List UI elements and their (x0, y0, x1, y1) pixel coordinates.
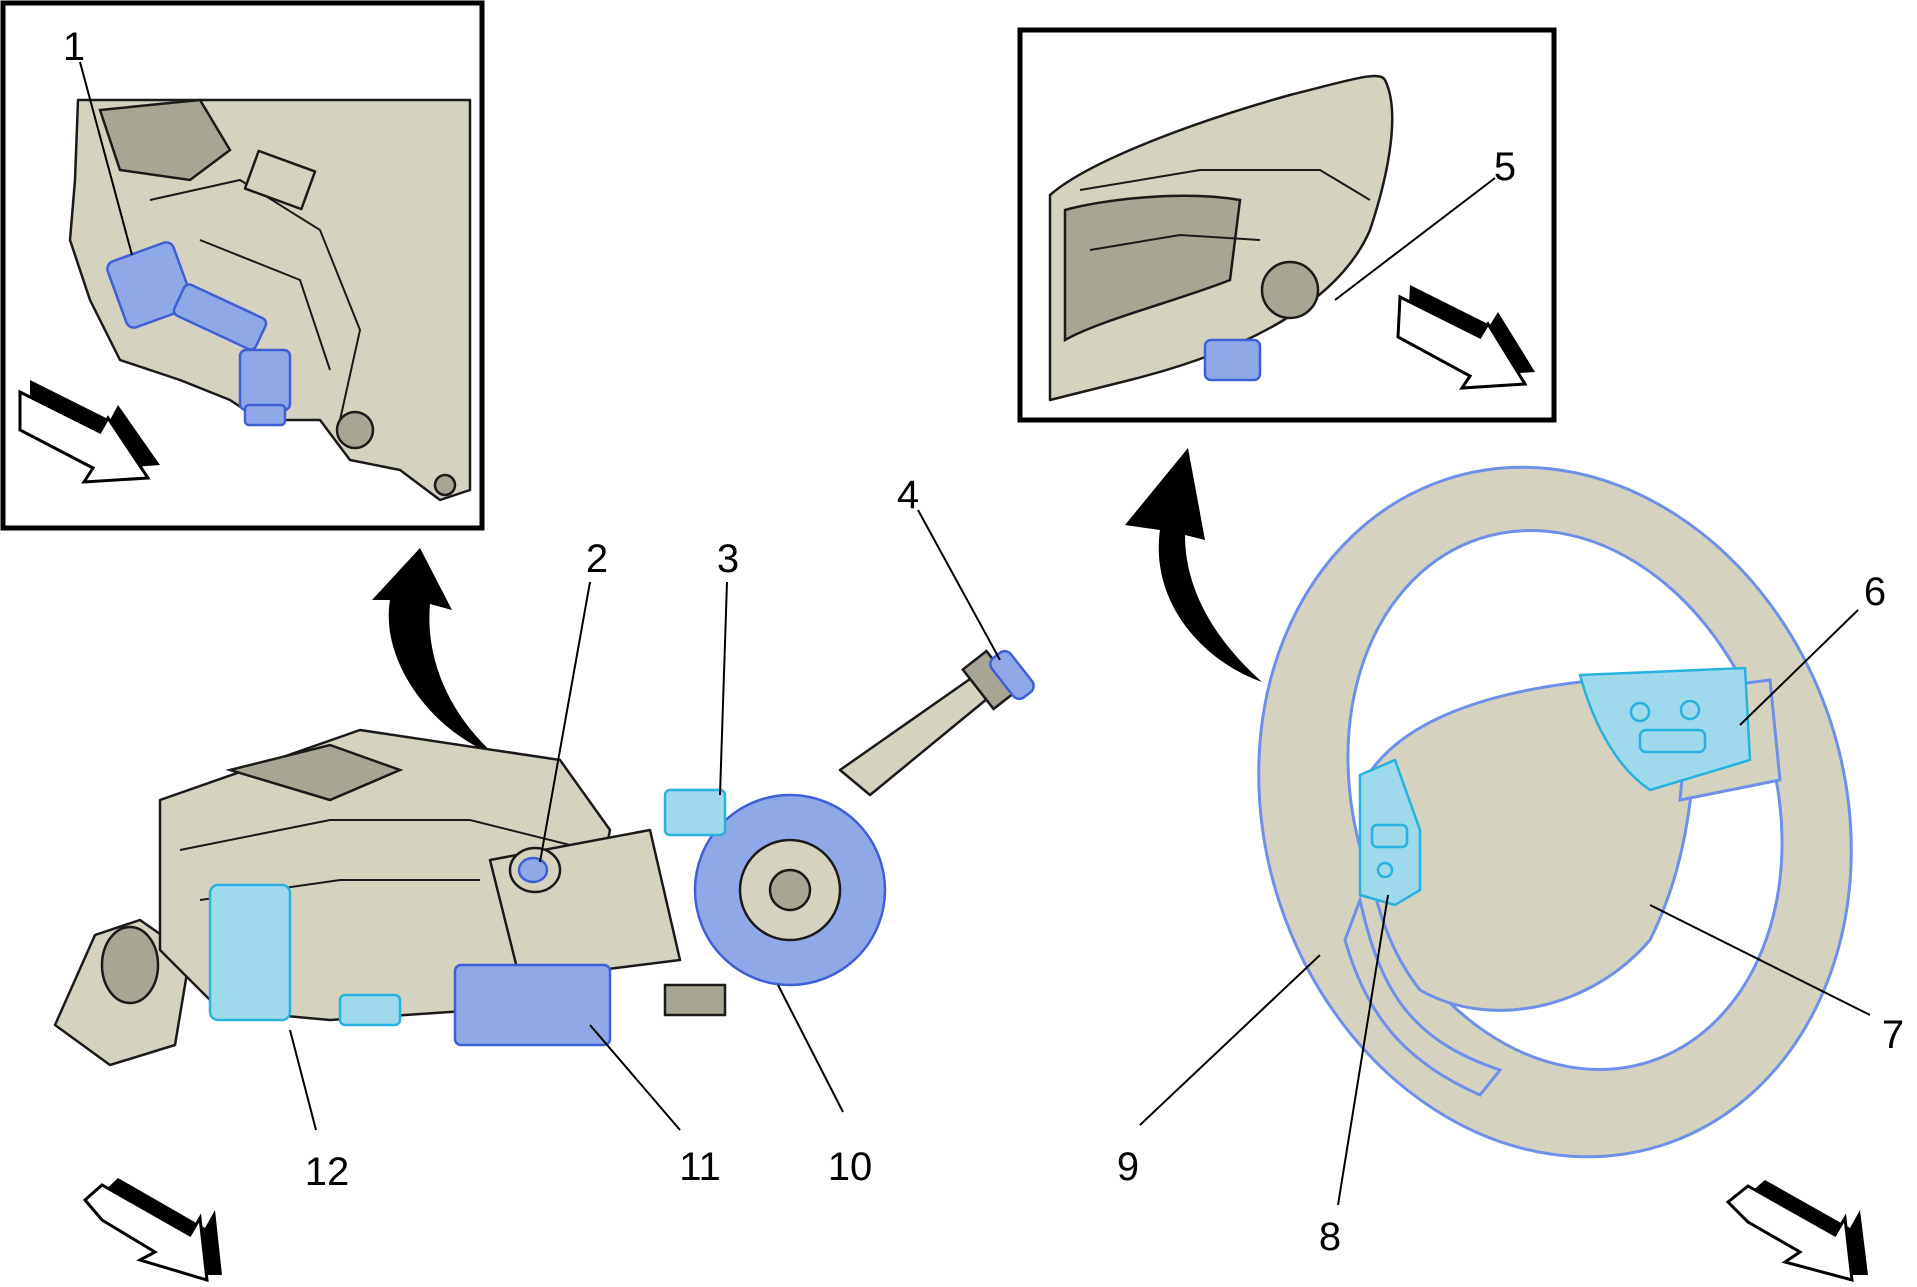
switch-button-icon (1629, 701, 1651, 723)
lock-actuator-highlight (106, 241, 292, 427)
lower-spoke (1343, 894, 1503, 1097)
callout-7: 7 (1882, 1013, 1904, 1057)
callout-10: 10 (828, 1145, 873, 1189)
leader-line-10 (777, 984, 844, 1113)
u-joint (100, 925, 160, 1005)
leader-line-12 (289, 1029, 317, 1131)
callout-11: 11 (679, 1145, 721, 1189)
switch-button-icon (1679, 699, 1701, 721)
sensor-highlight (338, 993, 402, 1027)
leader-line-4 (917, 509, 1001, 661)
leader-line-2 (539, 581, 591, 863)
leader-line-3 (719, 581, 728, 796)
bracket-lower (663, 983, 727, 1017)
callout-12: 12 (305, 1150, 350, 1194)
housing-edge-line (179, 819, 591, 851)
direction-arrow-icon (82, 1178, 222, 1283)
callout-3: 3 (717, 537, 739, 581)
bolt-head (433, 473, 457, 497)
leader-line-6 (1739, 609, 1859, 726)
airbag-module-back (1063, 194, 1242, 343)
motor-12-highlight (208, 883, 292, 1022)
inset-steering-column-underside: 1 (0, 0, 485, 531)
switch-rocker-icon (1370, 823, 1409, 849)
leader-line-5 (1334, 177, 1496, 301)
leader-line-8 (1337, 894, 1389, 1206)
housing-shadow (98, 98, 232, 182)
housing-edge-line (199, 239, 331, 371)
callout-9: 9 (1117, 1145, 1139, 1189)
inset-steering-wheel-rear: 5 (1017, 27, 1557, 423)
curved-arrow-to-left-inset-icon (372, 548, 495, 755)
hub-bore (1260, 260, 1320, 320)
housing-edge-line (149, 178, 362, 421)
callout-5: 5 (1494, 145, 1516, 189)
steering-column-assembly (53, 649, 1035, 1067)
callout-6: 6 (1864, 570, 1886, 614)
switch-rocker-icon (1638, 728, 1707, 754)
component-3-highlight (663, 788, 727, 837)
direction-arrow-icon (1396, 285, 1535, 390)
housing-top-opening (225, 743, 404, 802)
steering-wheel (1257, 465, 1853, 1159)
direction-arrow-icon (18, 380, 160, 484)
callout-2: 2 (586, 537, 608, 581)
switch-button-icon (1376, 861, 1394, 879)
leader-line-9 (1139, 954, 1321, 1126)
bracket-block (243, 149, 317, 211)
wheel-rim-edge (1089, 233, 1261, 251)
direction-arrow-icon (1725, 1180, 1868, 1283)
callout-1: 1 (63, 25, 85, 69)
bolt-head (335, 410, 375, 450)
left-switch-pad-highlight (1358, 758, 1422, 907)
module-11-highlight (453, 963, 612, 1047)
callout-4: 4 (897, 473, 919, 517)
leader-line-7 (1649, 904, 1871, 1016)
airbag-center-pad (1362, 678, 1696, 1012)
leader-line-11 (589, 1024, 681, 1131)
module-5-highlight (1203, 338, 1262, 382)
steering-shaft-end (768, 868, 812, 912)
leader-line-1 (79, 61, 133, 256)
curved-arrow-to-right-inset-icon (1125, 448, 1262, 682)
callout-8: 8 (1319, 1215, 1341, 1259)
wheel-rim-edge (1079, 169, 1371, 201)
component-2-highlight (517, 856, 549, 884)
